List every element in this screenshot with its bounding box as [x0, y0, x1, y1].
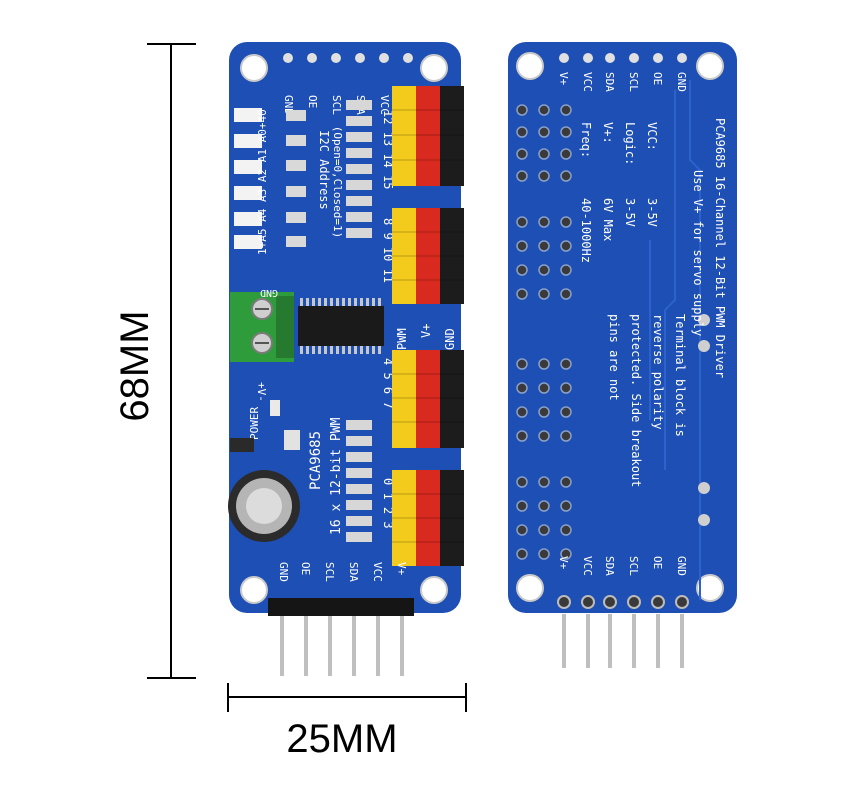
back-top-pin-label: VCC — [581, 72, 594, 92]
mounting-hole — [696, 574, 724, 602]
front-top-pin-label: GND — [282, 95, 295, 115]
power-led-label: POWER — [248, 407, 261, 440]
address-title: I2C Address — [317, 130, 331, 209]
servo-header-block — [392, 86, 464, 186]
solder-joint-grid — [516, 104, 572, 560]
spec-label: Freq: — [579, 122, 593, 158]
spec-label: Logic: — [623, 122, 637, 165]
back-top-pin-label: OE — [651, 72, 664, 85]
spec-label: V+: — [601, 122, 615, 144]
spec-value: 3-5V — [645, 198, 659, 227]
front-top-pin-label: SCL — [330, 95, 343, 115]
servo-header-block — [392, 208, 464, 304]
front-bottom-pin-label: OE — [299, 562, 312, 575]
front-bottom-pin-label: SCL — [323, 562, 336, 582]
terminal-polarity-label: +V- — [255, 382, 268, 402]
address-label: 1+A5 A4 A3 A2 A1 A0+40 — [256, 109, 269, 255]
spec-table: VCC: Logic: V+: Freq: 3-5V 3-5V 6V Max 4… — [579, 122, 659, 263]
front-bottom-pin-label: SDA — [347, 562, 360, 582]
header-label-vplus: V+ — [419, 324, 433, 338]
mounting-hole — [240, 54, 268, 82]
terminal-gnd-label: GND — [260, 287, 278, 298]
mounting-hole — [420, 54, 448, 82]
height-dimension — [147, 43, 196, 679]
mounting-hole — [696, 52, 724, 80]
back-board: V+ VCC SDA SCL OE GND — [508, 42, 737, 668]
spec-label: VCC: — [645, 122, 659, 151]
front-bottom-pin-header — [268, 598, 414, 676]
front-bottom-pin-label: V+ — [395, 562, 408, 576]
back-bottom-pins — [562, 614, 684, 668]
back-top-pin-label: V+ — [557, 72, 570, 86]
channel-labels-0-3: 0 1 2 3 — [381, 478, 395, 529]
chip-desc-label: 16 x 12-bit PWM — [329, 417, 344, 535]
back-bottom-pin-label: V+ — [557, 556, 570, 570]
front-top-pin-label: OE — [306, 95, 319, 108]
mounting-hole — [240, 576, 268, 604]
spec-value: 40-1000Hz — [579, 198, 593, 263]
mounting-hole — [420, 576, 448, 604]
back-bottom-pin-label: OE — [651, 556, 664, 569]
power-terminal-block — [230, 292, 294, 362]
width-label: 25MM — [286, 717, 397, 761]
header-label-pwm: PWM — [395, 328, 409, 350]
back-bottom-pin-label: GND — [675, 556, 688, 576]
spec-value: 3-5V — [623, 198, 637, 227]
front-bottom-pin-label: VCC — [371, 562, 384, 582]
back-note-line: pins are not — [607, 314, 621, 401]
pca9685-chip — [298, 298, 384, 354]
front-bottom-pin-label: GND — [277, 562, 290, 582]
back-bottom-pin-label: SDA — [603, 556, 616, 576]
address-note: (Open=0,Closed=1) — [331, 126, 344, 239]
channel-labels-4-7: 4 5 6 7 — [381, 358, 395, 409]
electrolytic-capacitor — [228, 470, 300, 542]
back-top-pin-label: GND — [675, 72, 688, 92]
back-top-pin-label: SCL — [627, 72, 640, 92]
channel-labels-8-11: 8 9 10 11 — [381, 218, 395, 283]
address-jumpers — [234, 108, 262, 249]
back-note-line: reverse polarity — [651, 314, 665, 430]
board-title: PCA9685 16-Channel 12-Bit PWM Driver — [713, 118, 727, 378]
chip-name-label: PCA9685 — [308, 431, 324, 490]
back-top-pin-label: SDA — [603, 72, 616, 92]
front-board: GND OE SCL SDA VCC V+ 1+A5 A4 A3 A2 A1 A… — [228, 42, 464, 676]
back-note-line: protected. Side breakout — [629, 314, 643, 487]
back-note-line: Terminal block is — [673, 314, 687, 437]
back-note-line: Use V+ for servo supply — [691, 170, 705, 336]
front-top-pin-label: VCC — [378, 95, 391, 115]
servo-header-block — [392, 350, 464, 448]
spec-value: 6V Max — [601, 198, 615, 241]
mounting-hole — [516, 52, 544, 80]
back-bottom-pin-label: SCL — [627, 556, 640, 576]
width-dimension — [227, 683, 467, 712]
height-label: 68MM — [113, 310, 157, 421]
mounting-hole — [516, 574, 544, 602]
servo-header-block — [392, 470, 464, 566]
header-label-gnd: GND — [443, 328, 457, 350]
back-bottom-pin-label: VCC — [581, 556, 594, 576]
channel-labels-12-15: 12 13 14 15 — [381, 110, 395, 189]
